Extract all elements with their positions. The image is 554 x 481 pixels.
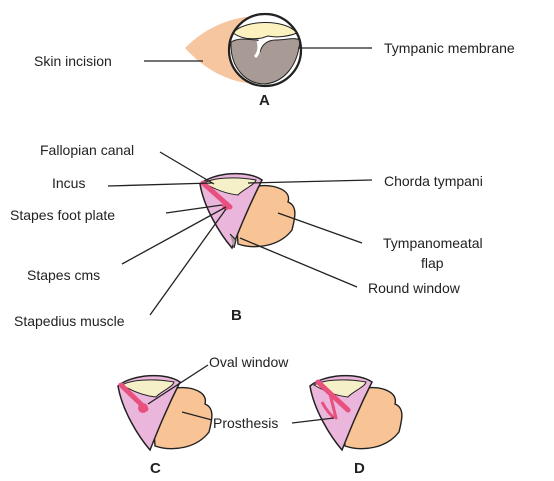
- prosthesis-label: Prosthesis: [213, 415, 278, 431]
- chorda-tympani-leader: [248, 180, 372, 183]
- stapes-crus-leader: [122, 207, 226, 264]
- panel-c-oval-window-opening: [138, 403, 148, 413]
- panel-c-label: C: [150, 460, 161, 477]
- panel-d-figure: [310, 376, 402, 450]
- panel-b-label: B: [231, 307, 242, 324]
- round-window-label: Round window: [368, 280, 461, 296]
- fallopian-canal-leader: [160, 152, 214, 184]
- oval-window-label: Oval window: [209, 354, 289, 370]
- fallopian-canal-label: Fallopian canal: [40, 142, 134, 158]
- panel-a-label: A: [259, 92, 270, 109]
- tympanomeatal-flap-label-2: flap: [421, 255, 444, 271]
- skin-incision-label: Skin incision: [34, 53, 112, 69]
- tympanic-membrane-label: Tympanic membrane: [384, 40, 515, 56]
- round-window-leader: [240, 238, 357, 287]
- panel-c-figure: [118, 376, 212, 450]
- stapes-crus-label: Stapes cms: [27, 267, 100, 283]
- tympanomeatal-flap-label-1: Tympanomeatal: [383, 235, 483, 251]
- panel-b-figure: [200, 174, 295, 248]
- panel-d-label: D: [354, 460, 365, 477]
- incus-leader: [108, 183, 212, 186]
- incus-label: Incus: [52, 175, 85, 191]
- chorda-tympani-label: Chorda tympani: [384, 173, 483, 189]
- stapedius-muscle-label: Stapedius muscle: [14, 313, 125, 329]
- panel-a-figure: [185, 14, 301, 86]
- stapes-foot-plate-label: Stapes foot plate: [10, 207, 115, 223]
- stapedius-muscle-leader: [150, 209, 226, 315]
